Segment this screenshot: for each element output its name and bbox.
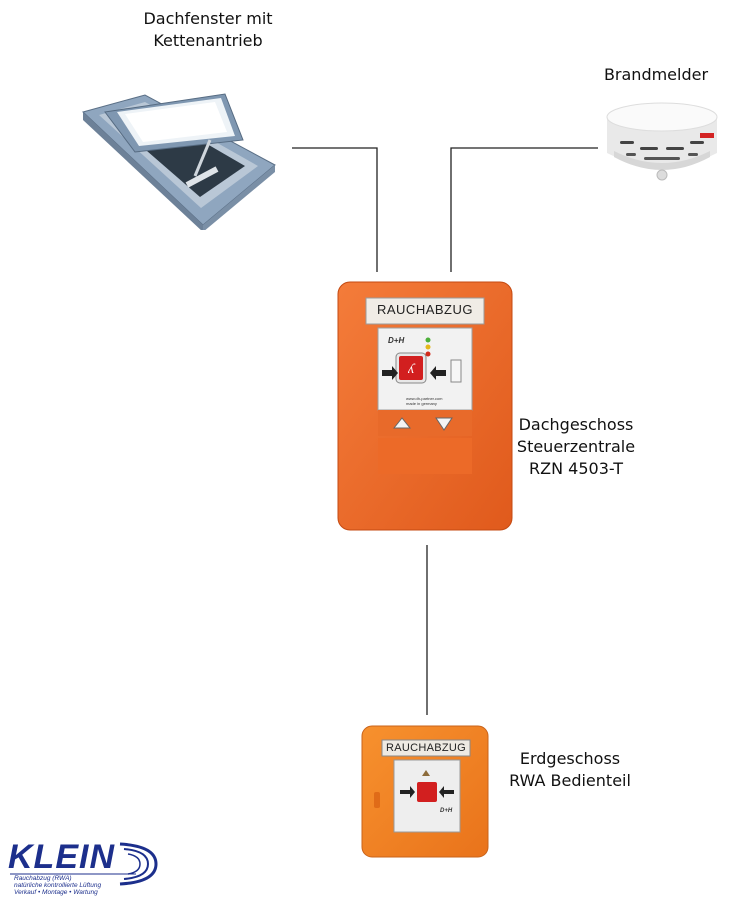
- klein-logo: KLEIN Rauchabzug (RWA) natürliche kontro…: [8, 838, 168, 898]
- svg-text:ʎ: ʎ: [408, 362, 416, 377]
- wire-window-to-control: [292, 147, 378, 272]
- smoke-detector-label: Brandmelder: [603, 65, 709, 84]
- control-unit-panel-label: RAUCHABZUG: [376, 302, 473, 317]
- logo-line-1: Rauchabzug (RWA): [14, 875, 72, 882]
- control-unit-device: ʎ RAUCHABZUG D+H www.dh-partner.com made…: [336, 278, 514, 532]
- button-panel-label: Erdgeschoss RWA Bedienteil: [509, 749, 631, 790]
- logo-name: KLEIN: [8, 838, 115, 876]
- control-unit-housing: ʎ: [337, 281, 513, 531]
- logo-line-2: natürliche kontrollierte Lüftung: [14, 882, 102, 889]
- control-unit-brand: D+H: [388, 336, 405, 345]
- button-panel-brand: D+H: [440, 808, 453, 814]
- button-panel-panel-label: RAUCHABZUG: [385, 742, 466, 754]
- button-panel-housing: [361, 725, 489, 858]
- control-unit-made: made in germany: [406, 401, 437, 406]
- logo-swoosh: [10, 842, 158, 886]
- roof-window-image: [82, 93, 276, 230]
- logo-line-3: Verkauf • Montage • Wartung: [14, 889, 98, 896]
- button-panel-device: RAUCHABZUG D+H: [360, 724, 490, 859]
- control-unit-web: www.dh-partner.com: [406, 396, 443, 401]
- control-unit-label: Dachgeschoss Steuerzentrale RZN 4503-T: [516, 415, 636, 478]
- smoke-detector-image: [606, 102, 718, 181]
- wire-detector-to-control: [450, 147, 598, 272]
- window-label: Dachfenster mit Kettenantrieb: [143, 9, 273, 50]
